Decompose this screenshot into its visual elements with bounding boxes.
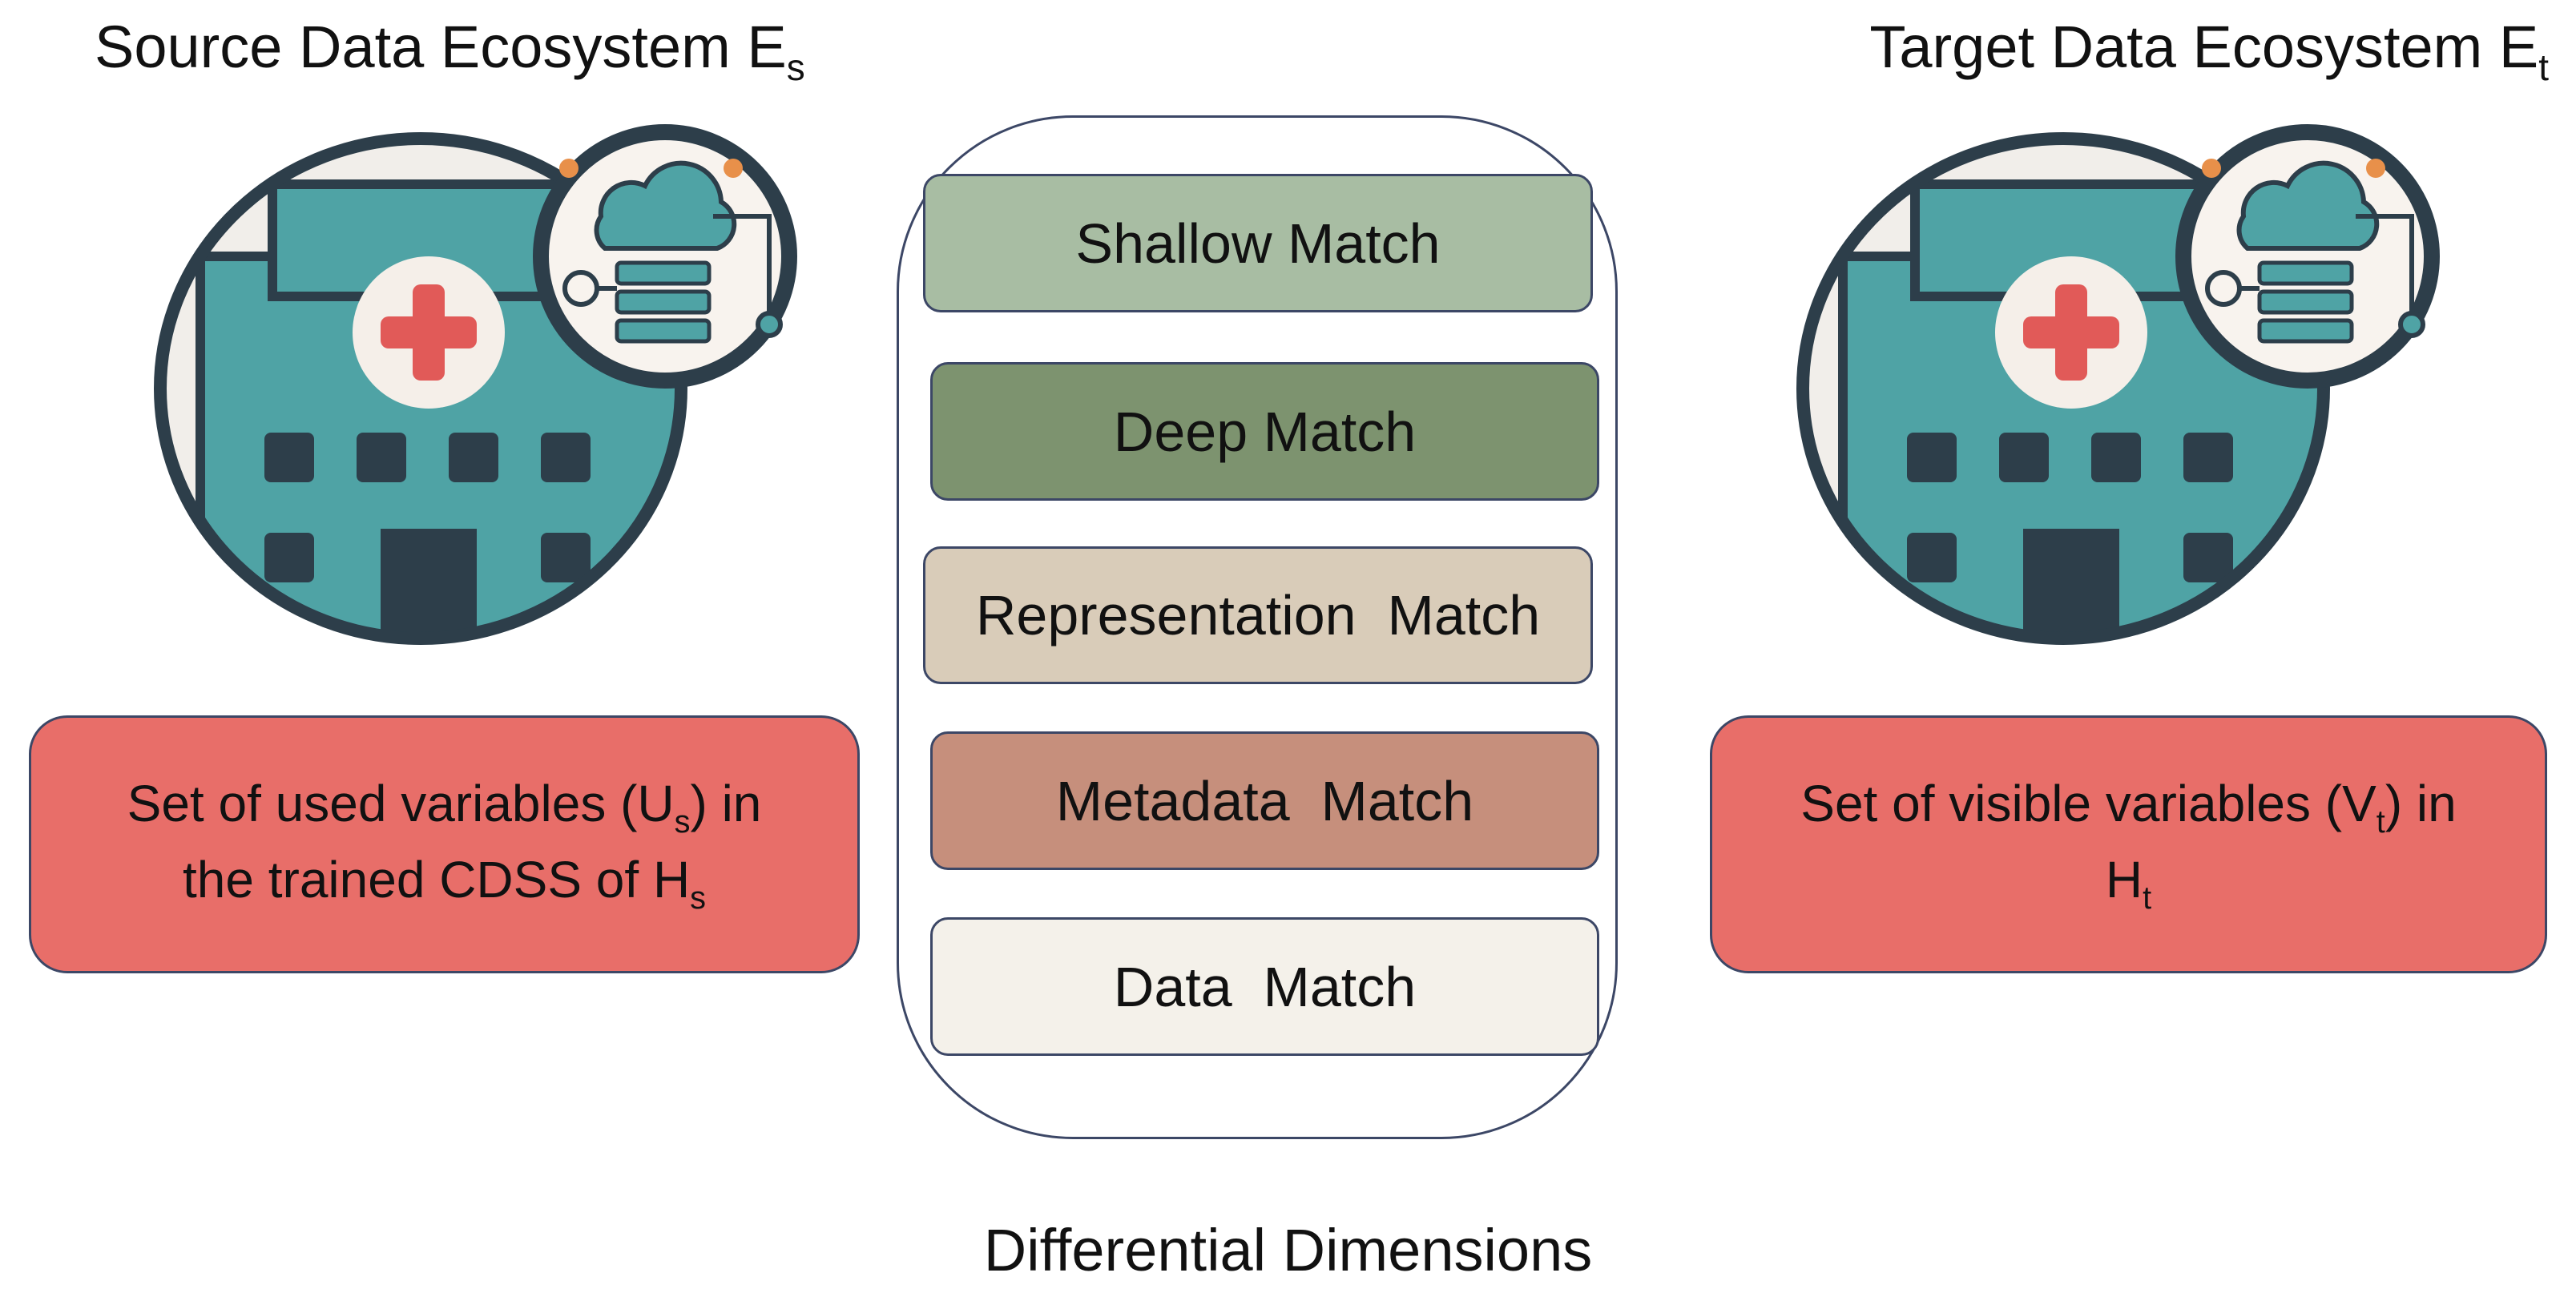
target-variables-box: Set of visible variables (Vt) in Ht: [1710, 715, 2547, 973]
source-ecosystem-title: Source Data Ecosystem Es: [95, 14, 805, 89]
cloud-database-icon: [533, 124, 797, 389]
hospital-icon: [154, 124, 797, 645]
metadata-match-box: Metadata Match: [930, 731, 1599, 870]
differential-dimensions-label: Differential Dimensions: [983, 1217, 1593, 1283]
shallow-match-box: Shallow Match: [923, 174, 1593, 312]
source-variables-text: Set of used variables (Us) in the traine…: [127, 775, 762, 916]
source-variables-box: Set of used variables (Us) in the traine…: [29, 715, 860, 973]
cloud-database-icon: [2175, 124, 2440, 389]
target-ecosystem-title: Target Data Ecosystem Et: [1869, 14, 2549, 89]
data-match-box: Data Match: [930, 917, 1599, 1056]
target-variables-text: Set of visible variables (Vt) in Ht: [1800, 775, 2457, 916]
representation-match-box: Representation Match: [923, 546, 1593, 684]
hospital-icon: [1796, 124, 2440, 645]
deep-match-box: Deep Match: [930, 362, 1599, 501]
differential-dimensions-container: [897, 115, 1618, 1139]
